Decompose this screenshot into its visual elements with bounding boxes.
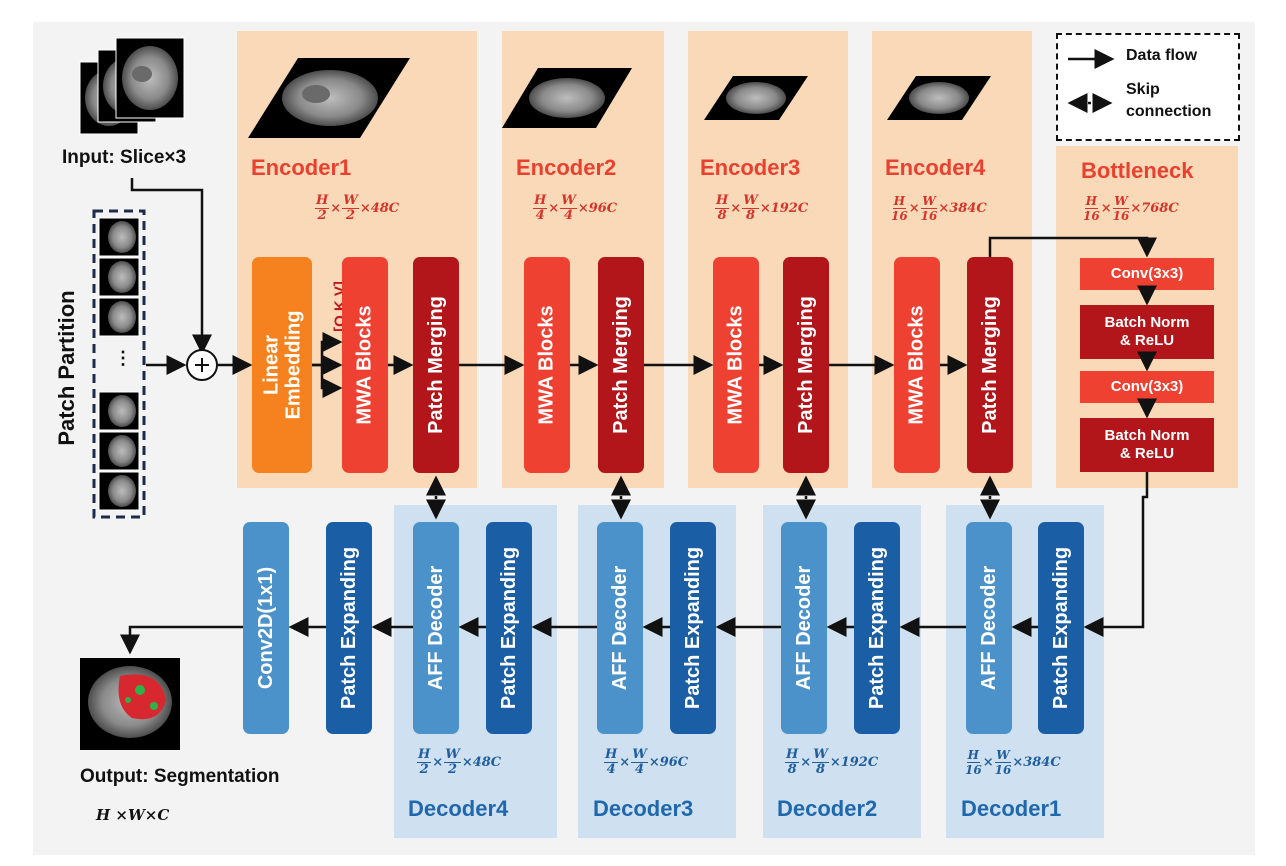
input-label: Input: Slice×3 xyxy=(62,147,187,168)
encoder3-patch-merging-block: Patch Merging xyxy=(783,257,829,473)
decoder2-title: Decoder2 xyxy=(777,796,878,821)
encoder4-slice-image xyxy=(887,76,991,120)
encoder2-patch-merging-block: Patch Merging xyxy=(598,257,644,473)
decoder1-title: Decoder1 xyxy=(961,796,1062,821)
legend-skip-line1: Skip xyxy=(1126,81,1160,98)
output-label: Output: Segmentation xyxy=(80,766,280,787)
decoder3-title: Decoder3 xyxy=(593,796,694,821)
encoder2-slice-image xyxy=(502,68,632,128)
final-patch-expanding-block: Patch Expanding xyxy=(326,522,372,734)
bottleneck-title: Bottleneck xyxy=(1081,158,1194,183)
input-slice-stack xyxy=(79,37,185,135)
decoder3-patch-expanding-block: Patch Expanding xyxy=(670,522,716,734)
bottleneck-conv2: Conv(3x3) xyxy=(1080,371,1214,403)
encoder1-title: Encoder1 xyxy=(251,155,352,180)
patch-ellipsis: ⋮ xyxy=(114,348,132,368)
encoder3-slice-image xyxy=(704,76,808,120)
legend-box: Data flow Skip connection xyxy=(1056,33,1240,141)
output-dim: H ×W×C xyxy=(96,806,170,824)
encoder4-mwa-block: MWA Blocks xyxy=(894,257,940,473)
decoder3-aff-block: AFF Decoder xyxy=(597,522,643,734)
conv2d-1x1-block: Conv2D(1x1) xyxy=(243,522,289,734)
encoder1-mwa-block: MWA Blocks xyxy=(342,257,388,473)
decoder4-aff-block: AFF Decoder xyxy=(413,522,459,734)
bottleneck-conv1: Conv(3x3) xyxy=(1080,258,1214,290)
bottleneck-bn-relu-2: Batch Norm& ReLU xyxy=(1080,418,1214,472)
legend-skip-line2: connection xyxy=(1126,103,1212,120)
decoder1-aff-block: AFF Decoder xyxy=(966,522,1012,734)
decoder4-title: Decoder4 xyxy=(408,796,509,821)
encoder3-title: Encoder3 xyxy=(700,155,801,180)
encoder1-slice-image xyxy=(248,58,410,138)
encoder1-patch-merging-block: Patch Merging xyxy=(413,257,459,473)
patch-partition-box xyxy=(92,209,146,519)
encoder2-mwa-block: MWA Blocks xyxy=(524,257,570,473)
encoder4-patch-merging-block: Patch Merging xyxy=(967,257,1013,473)
bottleneck-bn-relu-1: Batch Norm& ReLU xyxy=(1080,305,1214,359)
legend-arrows xyxy=(1067,49,1115,113)
encoder2-title: Encoder2 xyxy=(516,155,617,180)
encoder3-mwa-block: MWA Blocks xyxy=(713,257,759,473)
decoder4-patch-expanding-block: Patch Expanding xyxy=(486,522,532,734)
patch-tiles xyxy=(98,217,140,511)
decoder2-aff-block: AFF Decoder xyxy=(781,522,827,734)
add-node xyxy=(186,349,218,381)
decoder2-patch-expanding-block: Patch Expanding xyxy=(854,522,900,734)
encoder4-title: Encoder4 xyxy=(885,155,986,180)
legend-data-flow: Data flow xyxy=(1126,47,1198,64)
output-segmentation-image xyxy=(80,658,180,750)
decoder1-patch-expanding-block: Patch Expanding xyxy=(1038,522,1084,734)
